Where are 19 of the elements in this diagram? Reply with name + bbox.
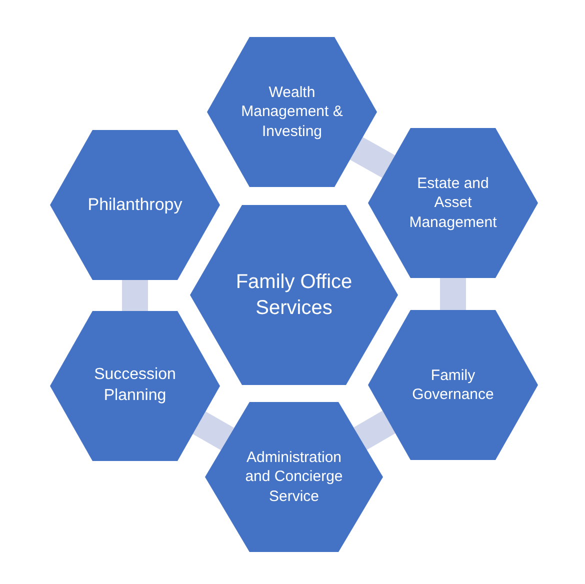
- hexagon: [190, 205, 398, 385]
- hexagon: [205, 402, 383, 552]
- hexagon: [50, 130, 220, 280]
- node-label: Estate and Asset Management: [408, 174, 498, 232]
- node-label: Succession Planning: [93, 365, 177, 406]
- node-label: Family Governance: [411, 366, 495, 404]
- hexagon: [368, 310, 538, 460]
- connector-band: [122, 280, 148, 311]
- connector-band: [354, 410, 396, 450]
- node-label: Wealth Management & Investing: [240, 82, 344, 142]
- node-label: Philanthropy: [86, 194, 184, 216]
- connector-band: [350, 137, 395, 178]
- node-label: Administration and Concierge Service: [244, 448, 344, 506]
- hexagon: [207, 37, 377, 187]
- connector-band: [440, 278, 466, 310]
- hexagon: [50, 311, 220, 461]
- hexagon: [368, 128, 538, 278]
- node-label: Family Office Services: [234, 270, 354, 321]
- connector-band: [192, 411, 234, 450]
